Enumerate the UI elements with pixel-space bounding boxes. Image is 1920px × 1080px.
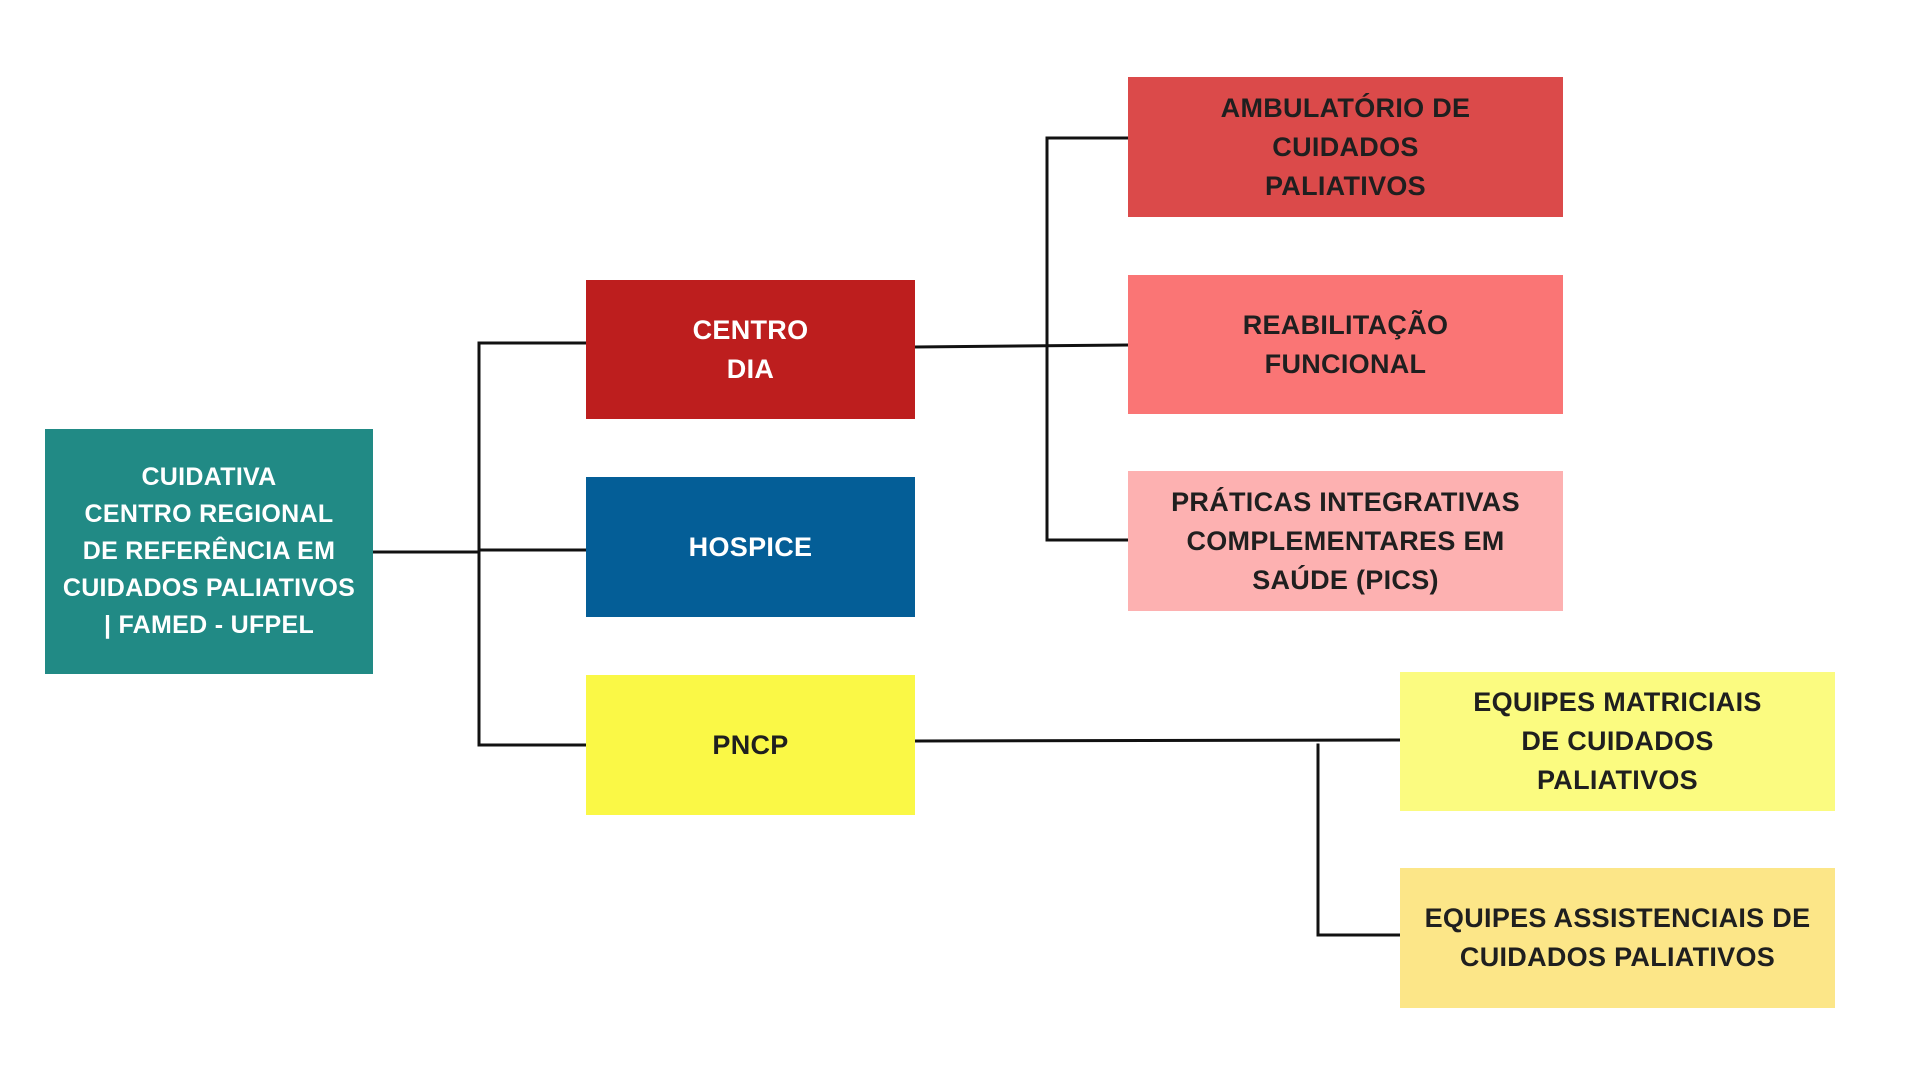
- connector-centro-dia-to-branch: [913, 343, 1130, 349]
- node-reabilitacao-funcional-label: REABILITAÇÃO FUNCIONAL: [1242, 309, 1449, 379]
- node-ambulatorio-label: AMBULATÓRIO DE CUIDADOS PALIATIVOS: [1220, 92, 1471, 201]
- node-ambulatorio: AMBULATÓRIO DE CUIDADOS PALIATIVOS: [1128, 77, 1563, 217]
- connector-pncp-to-matriciais: [913, 738, 1402, 743]
- node-reabilitacao-funcional: REABILITAÇÃO FUNCIONAL: [1128, 275, 1563, 414]
- node-hospice-label: HOSPICE: [688, 531, 813, 562]
- node-centro-dia-label: CENTRO DIA: [692, 314, 809, 384]
- node-equipes-matriciais-label: EQUIPES MATRICIAIS DE CUIDADOS PALIATIVO…: [1473, 687, 1762, 795]
- node-equipes-matriciais: EQUIPES MATRICIAIS DE CUIDADOS PALIATIVO…: [1400, 672, 1835, 811]
- node-cuidativa-root-label: CUIDATIVA CENTRO REGIONAL DE REFERÊNCIA …: [62, 463, 356, 639]
- node-pncp: PNCP: [586, 675, 915, 815]
- node-centro-dia: CENTRO DIA: [586, 280, 915, 419]
- node-equipes-assistenciais: EQUIPES ASSISTENCIAIS DE CUIDADOS PALIAT…: [1400, 868, 1835, 1008]
- node-hospice: HOSPICE: [586, 477, 915, 617]
- node-pics: PRÁTICAS INTEGRATIVAS COMPLEMENTARES EM …: [1128, 471, 1563, 611]
- node-equipes-assistenciais-label: EQUIPES ASSISTENCIAIS DE CUIDADOS PALIAT…: [1424, 903, 1811, 972]
- node-pics-label: PRÁTICAS INTEGRATIVAS COMPLEMENTARES EM …: [1171, 486, 1520, 595]
- node-cuidativa-root: CUIDATIVA CENTRO REGIONAL DE REFERÊNCIA …: [45, 429, 373, 674]
- node-pncp-label: PNCP: [712, 729, 789, 760]
